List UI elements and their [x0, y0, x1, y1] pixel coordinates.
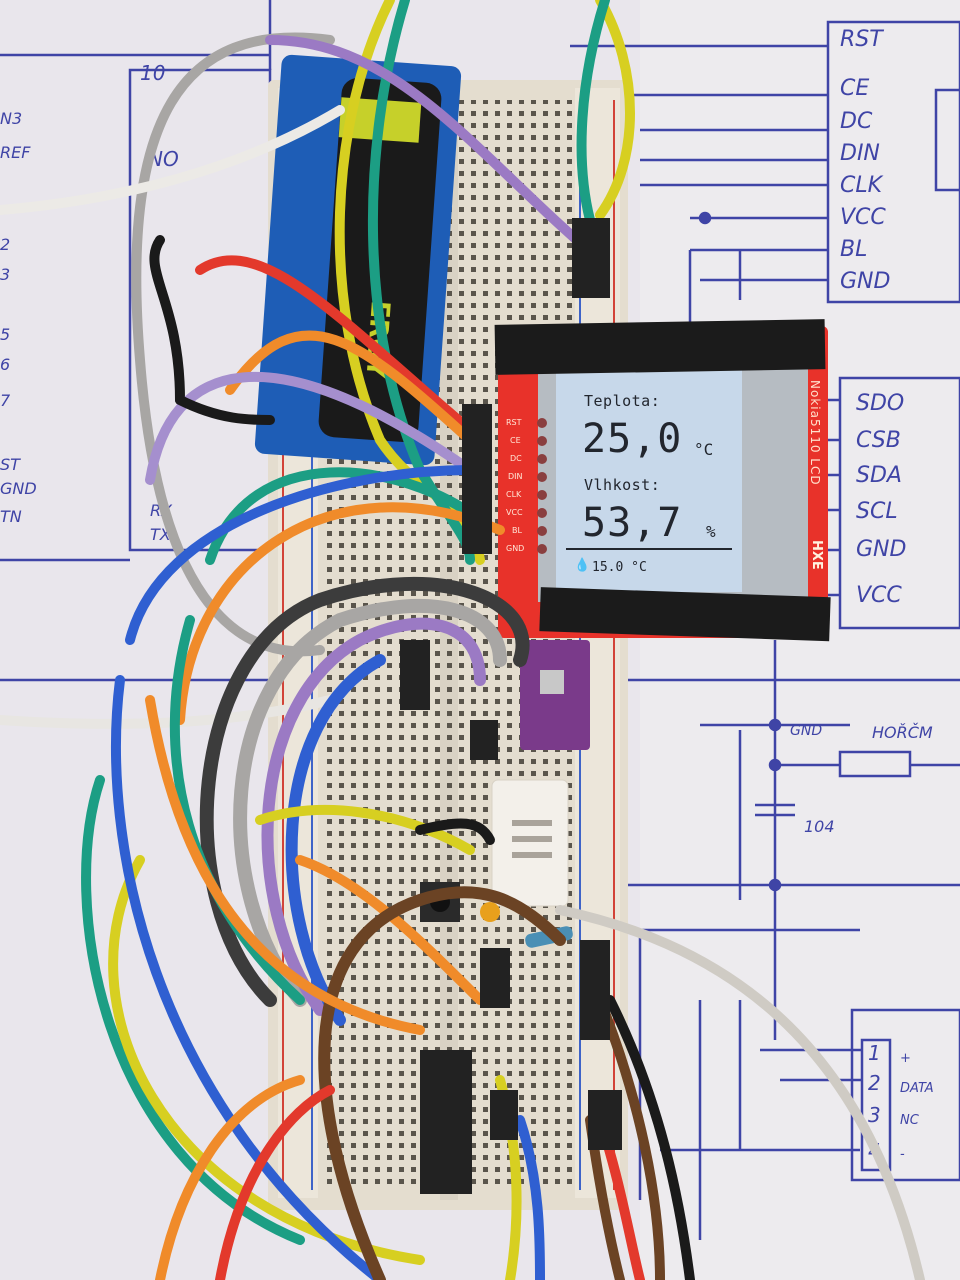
svg-text:SDO: SDO: [856, 391, 904, 416]
svg-text:GND: GND: [840, 269, 890, 294]
schematic-lcd-pins: [570, 20, 960, 330]
lcd-screen: Teplota: 25,0 °C Vlhkost: 53,7 % 💧 15.0 …: [556, 370, 742, 592]
svg-text:CLK: CLK: [840, 173, 884, 198]
lcd-pin-label: GND: [506, 544, 525, 553]
svg-text:6: 6: [0, 355, 10, 374]
svg-text:DIN: DIN: [840, 141, 880, 166]
capacitor: [480, 902, 500, 922]
dew-point-icon: 💧: [574, 558, 591, 573]
lcd-pin-label: RST: [506, 418, 522, 427]
lcd-pin-label: DC: [510, 454, 522, 463]
svg-text:104: 104: [804, 817, 835, 836]
svg-text:BL: BL: [840, 237, 867, 262]
svg-text:SDA: SDA: [856, 463, 902, 488]
svg-text:5: 5: [0, 325, 10, 344]
dew-point-value: 15.0 °C: [592, 560, 647, 575]
schematic-lcd-pin-labels: RST CE DC DIN CLK VCC BL GND: [840, 27, 890, 294]
temperature-unit: °C: [694, 440, 714, 459]
dht-sensor: [491, 779, 569, 907]
svg-text:N3: N3: [0, 109, 22, 128]
lcd-pin-label: DIN: [508, 472, 523, 481]
lcd-pin-label: VCC: [506, 508, 523, 517]
svg-text:RST: RST: [840, 27, 884, 52]
svg-text:VCC: VCC: [840, 205, 886, 230]
lcd-board-brand: HXE: [809, 540, 824, 570]
connector-headers: [400, 218, 622, 1150]
svg-text:SCL: SCL: [856, 499, 898, 524]
lcd-module: [494, 319, 831, 642]
svg-text:TN: TN: [0, 507, 22, 526]
humidity-value: 53,7: [582, 500, 683, 546]
svg-text:10: 10: [140, 61, 165, 85]
humidity-label: Vlhkost:: [584, 476, 661, 494]
bme280-board: [520, 640, 590, 750]
svg-text:-: -: [900, 1147, 905, 1162]
svg-text:HOŘČM: HOŘČM: [872, 723, 933, 742]
svg-text:3: 3: [868, 1103, 881, 1127]
svg-text:ST: ST: [0, 455, 21, 474]
svg-text:DATA: DATA: [900, 1081, 934, 1096]
svg-text:VCC: VCC: [856, 583, 902, 608]
svg-text:NC: NC: [900, 1113, 920, 1128]
lcd-board-name: Nokia5110 LCD: [808, 380, 822, 486]
lcd-pin-label: CLK: [506, 490, 522, 499]
ic-chip: [420, 1050, 472, 1194]
svg-text:1: 1: [868, 1041, 881, 1065]
svg-text:2: 2: [0, 235, 10, 254]
temperature-value: 25,0: [582, 416, 683, 462]
svg-text:+: +: [900, 1051, 911, 1066]
svg-text:DC: DC: [840, 109, 873, 134]
svg-text:GND: GND: [0, 479, 37, 498]
lcd-pin-label: CE: [510, 436, 521, 445]
humidity-unit: %: [706, 522, 716, 541]
svg-text:3: 3: [0, 265, 10, 284]
svg-text:CE: CE: [840, 76, 869, 101]
temperature-label: Teplota:: [584, 392, 661, 410]
lcd-pin-label: BL: [512, 526, 522, 535]
svg-text:GND: GND: [790, 723, 822, 739]
svg-text:REF: REF: [0, 143, 31, 162]
svg-text:7: 7: [0, 391, 11, 410]
svg-text:2: 2: [868, 1071, 881, 1095]
svg-text:CSB: CSB: [856, 428, 901, 453]
schematic-sensor-pin-labels: SDO CSB SDA SCL GND VCC: [856, 391, 906, 608]
svg-text:GND: GND: [856, 537, 906, 562]
